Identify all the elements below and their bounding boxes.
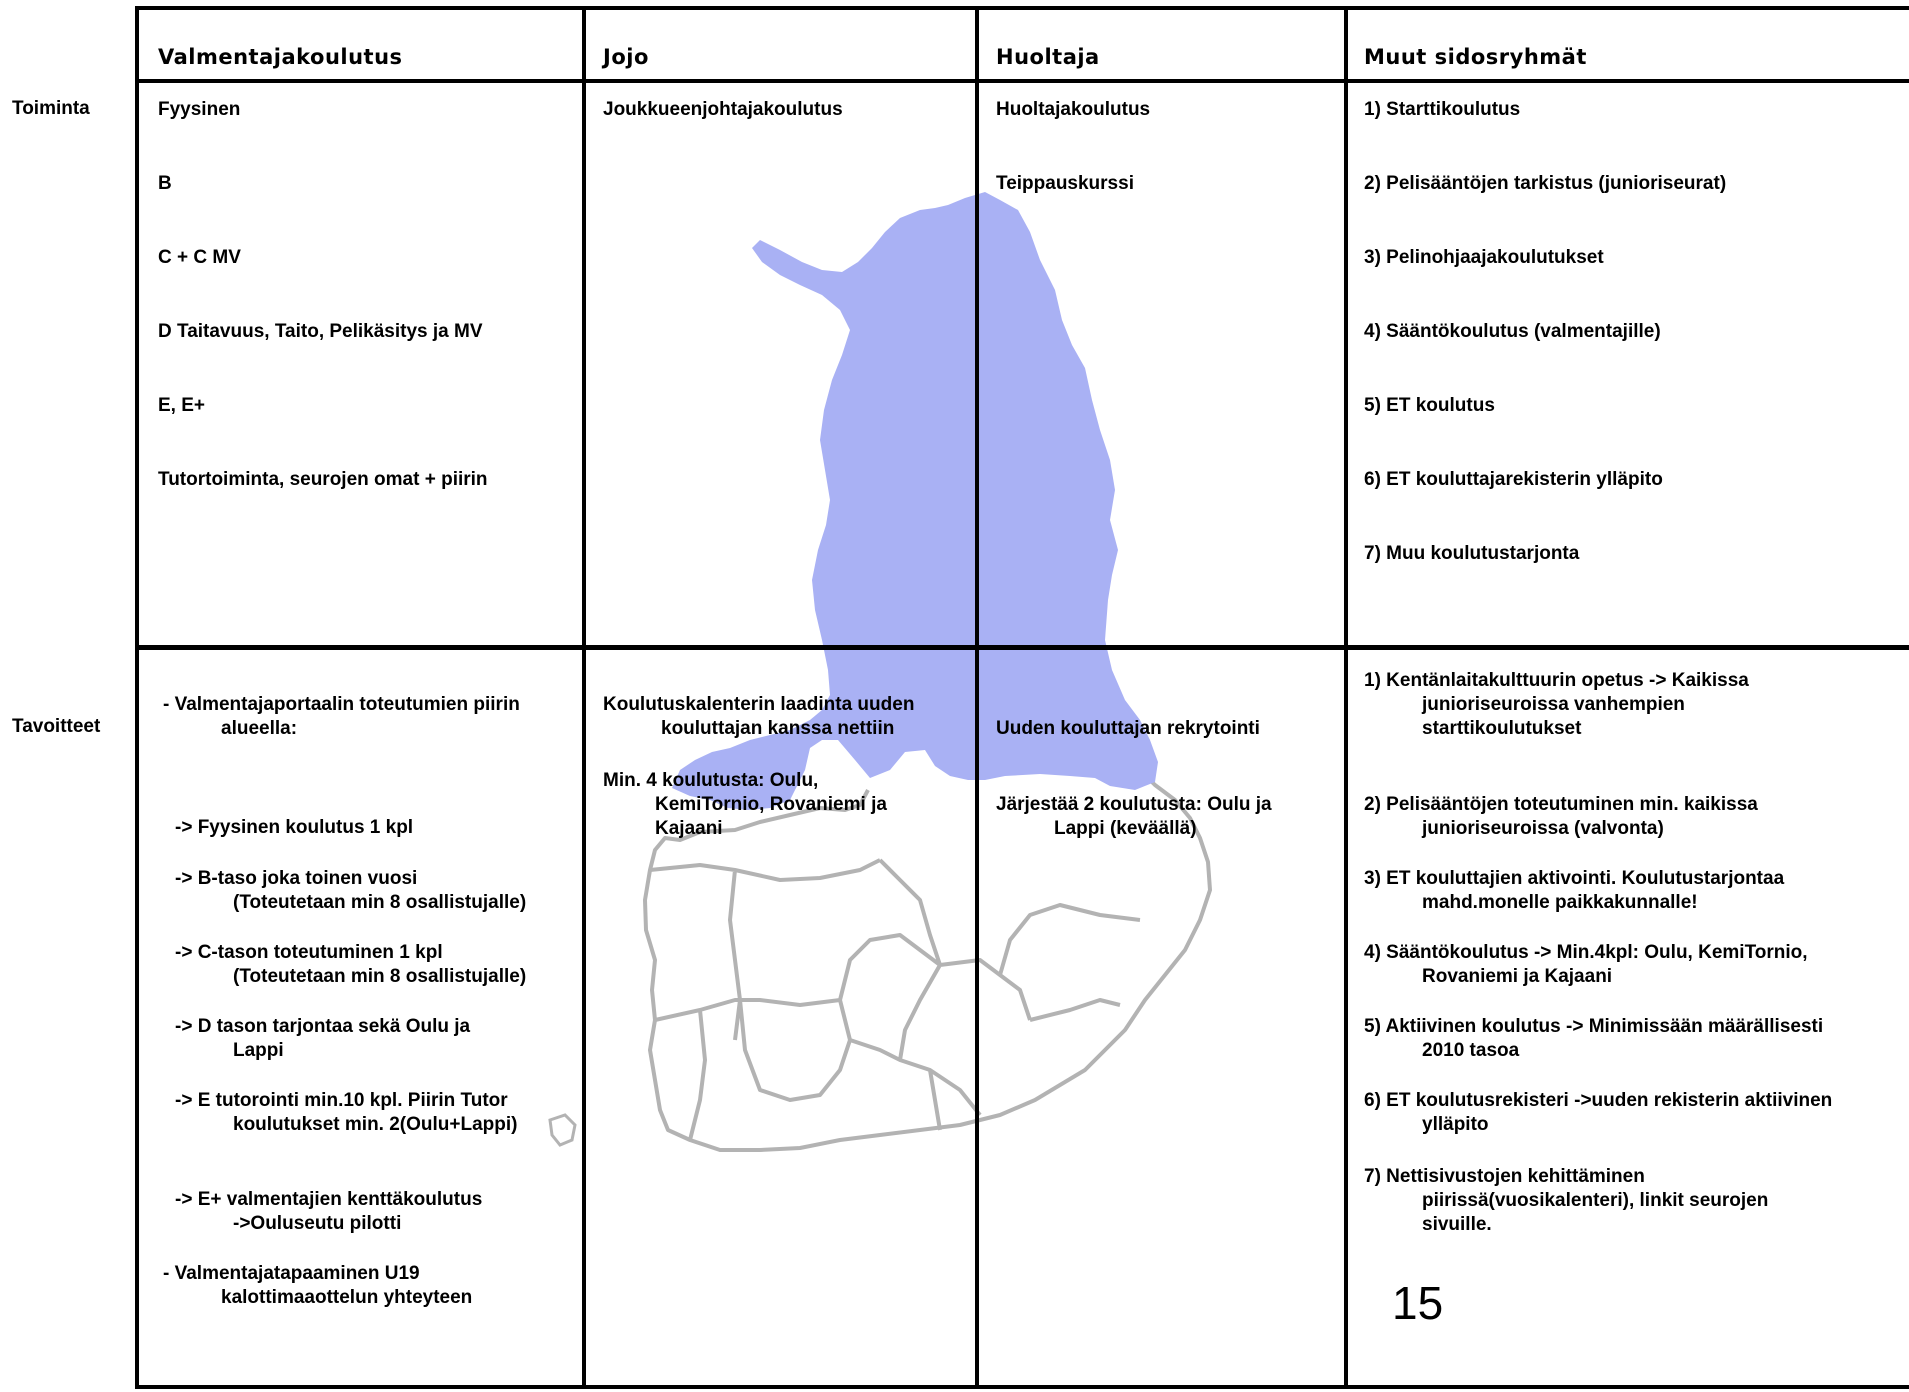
map-region-borders bbox=[649, 858, 1141, 1141]
toiminta-c3-item: Huoltajakoulutus bbox=[996, 99, 1151, 120]
toiminta-c3-item: Teippauskurssi bbox=[996, 173, 1134, 194]
toiminta-c1-item: Fyysinen bbox=[158, 99, 241, 120]
tavoitteet-c4-item: 2) Pelisääntöjen toteutuminen min. kaiki… bbox=[1364, 794, 1758, 839]
tavoitteet-c4-item: 7) Nettisivustojen kehittäminen piirissä… bbox=[1364, 1166, 1769, 1235]
tavoitteet-c1-item: - Valmentajatapaaminen U19 kalottimaaott… bbox=[163, 1263, 473, 1308]
tavoitteet-c4-item: 6) ET koulutusrekisteri ->uuden rekister… bbox=[1364, 1090, 1833, 1135]
toiminta-c4-item: 7) Muu koulutustarjonta bbox=[1364, 543, 1580, 564]
tavoitteet-c3-item: Uuden kouluttajan rekrytointi bbox=[996, 718, 1260, 739]
tavoitteet-c4-item: 5) Aktiivinen koulutus -> Minimissään mä… bbox=[1364, 1016, 1824, 1061]
tavoitteet-c2-item: Koulutuskalenterin laadinta uuden koulut… bbox=[603, 694, 915, 739]
page-number: 15 bbox=[1392, 1277, 1444, 1329]
header-valmentajakoulutus: Valmentajakoulutus bbox=[158, 45, 403, 69]
toiminta-c1-item: E, E+ bbox=[158, 395, 205, 416]
map-south-outline bbox=[643, 740, 1212, 1152]
toiminta-c4-item: 4) Sääntökoulutus (valmentajille) bbox=[1364, 321, 1661, 342]
header-huoltaja: Huoltaja bbox=[996, 45, 1100, 69]
toiminta-c4-item: 2) Pelisääntöjen tarkistus (junioriseura… bbox=[1364, 173, 1727, 194]
tavoitteet-c3-item: Järjestää 2 koulutusta: Oulu ja Lappi (k… bbox=[996, 794, 1272, 839]
row-label-tavoitteet: Tavoitteet bbox=[12, 716, 101, 737]
tavoitteet-c4-item: 4) Sääntökoulutus -> Min.4kpl: Oulu, Kem… bbox=[1364, 942, 1808, 987]
toiminta-c4-item: 3) Pelinohjaajakoulutukset bbox=[1364, 247, 1604, 268]
tavoitteet-c1-item: -> C-tason toteutuminen 1 kpl (Toteuteta… bbox=[175, 942, 527, 987]
toiminta-c4-item: 5) ET koulutus bbox=[1364, 395, 1495, 416]
toiminta-c4-item: 1) Starttikoulutus bbox=[1364, 99, 1521, 120]
tavoitteet-c1-item: - Valmentajaportaalin toteutumien piirin… bbox=[163, 694, 520, 739]
toiminta-c4-item: 6) ET kouluttajarekisterin ylläpito bbox=[1364, 469, 1663, 490]
header-muut-sidosryhmat: Muut sidosryhmät bbox=[1364, 45, 1587, 69]
tavoitteet-c1-item: -> E tutorointi min.10 kpl. Piirin Tutor… bbox=[175, 1090, 518, 1135]
tavoitteet-c1-item: -> Fyysinen koulutus 1 kpl bbox=[175, 817, 414, 838]
map-north-fill bbox=[672, 192, 1158, 810]
toiminta-c1-item: B bbox=[158, 173, 172, 194]
tavoitteet-c1-item: -> B-taso joka toinen vuosi (Toteutetaan… bbox=[175, 868, 527, 913]
header-jojo: Jojo bbox=[603, 45, 649, 69]
tavoitteet-c2-item: Min. 4 koulutusta: Oulu, KemiTornio, Rov… bbox=[603, 770, 887, 839]
tavoitteet-c1-item: -> E+ valmentajien kenttäkoulutus ->Oulu… bbox=[175, 1189, 483, 1234]
row-label-toiminta: Toiminta bbox=[12, 98, 90, 119]
tavoitteet-c1-item: -> D tason tarjontaa sekä Oulu ja Lappi bbox=[175, 1016, 471, 1061]
tavoitteet-c4-item: 3) ET kouluttajien aktivointi. Koulutust… bbox=[1364, 868, 1785, 913]
toiminta-c2-item: Joukkueenjohtajakoulutus bbox=[603, 99, 843, 120]
toiminta-c1-item: D Taitavuus, Taito, Pelikäsitys ja MV bbox=[158, 321, 483, 342]
tavoitteet-c4-item: 1) Kentänlaitakulttuurin opetus -> Kaiki… bbox=[1364, 670, 1749, 739]
toiminta-c1-item: Tutortoiminta, seurojen omat + piirin bbox=[158, 469, 488, 490]
map-west-bump bbox=[548, 1113, 577, 1147]
toiminta-c1-item: C + C MV bbox=[158, 247, 241, 268]
